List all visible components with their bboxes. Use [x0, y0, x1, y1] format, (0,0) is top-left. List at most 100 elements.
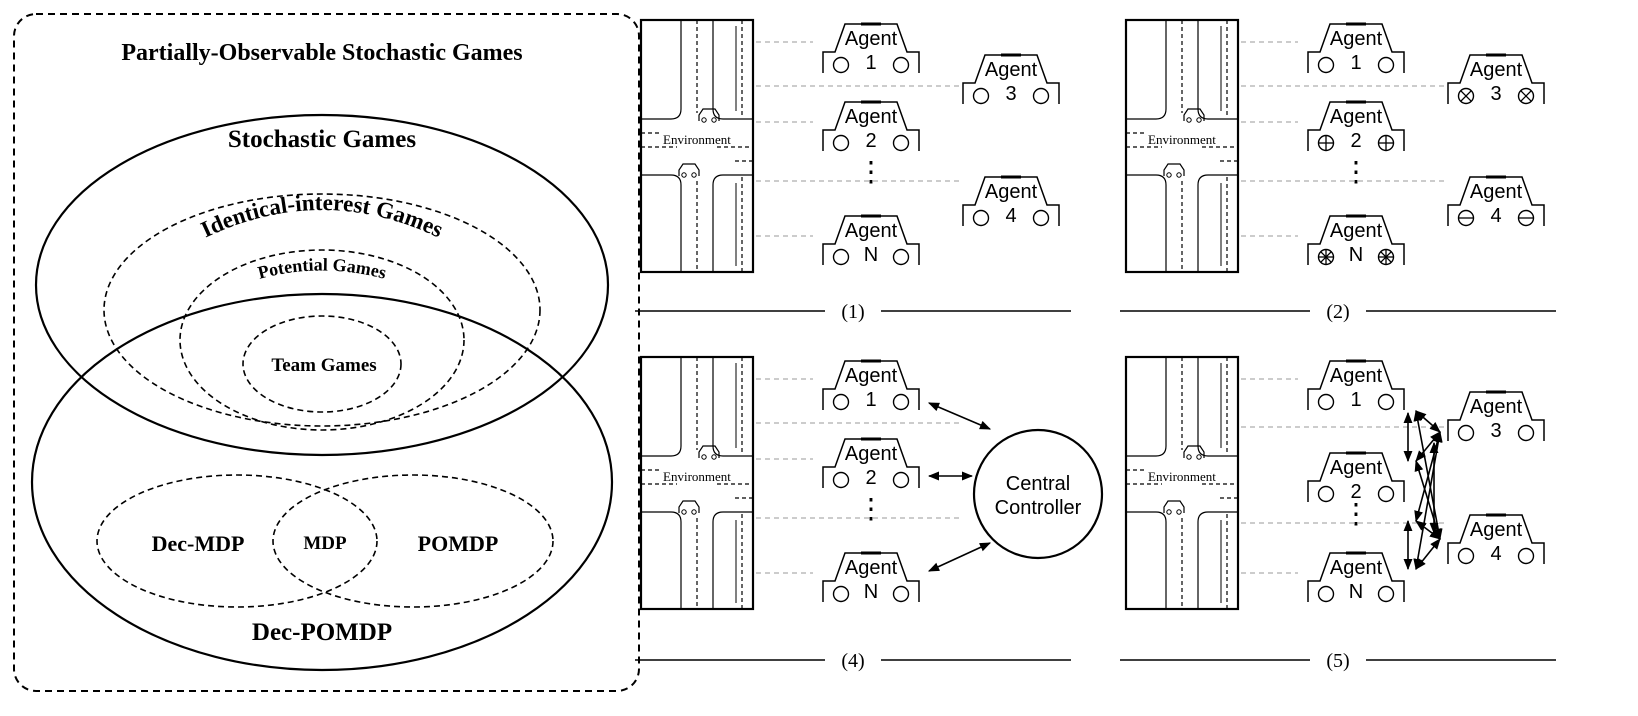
mini-car-wheel: [1176, 172, 1182, 178]
agent-title: Agent: [845, 220, 898, 242]
team-games-ellipse: [242, 315, 402, 413]
agent-wheel: [972, 87, 990, 105]
environment-label: Environment: [663, 469, 731, 484]
agent-id: 4: [1490, 205, 1501, 227]
road-edge: [712, 357, 753, 457]
agent-wheel: [832, 585, 850, 603]
road-edge: [1197, 511, 1238, 609]
agent-wheel: [892, 393, 910, 411]
dec-pomdp-ellipse: [30, 292, 614, 672]
road-edge: [1126, 174, 1167, 272]
mini-car-wheel: [1186, 117, 1192, 123]
environment-label: Environment: [1148, 469, 1216, 484]
stochastic-games-label: Stochastic Games: [228, 126, 416, 153]
agent-id: 2: [1350, 130, 1361, 152]
mini-car-body: [1163, 163, 1185, 176]
agent-id: 2: [865, 130, 876, 152]
agent-id: 3: [1490, 420, 1501, 442]
road-edge: [1126, 357, 1167, 457]
mini-car-wheel: [1166, 509, 1172, 515]
central-controller-circle: [972, 428, 1104, 560]
central-controller-label: Central: [1006, 473, 1070, 495]
agent-title: Agent: [1330, 365, 1383, 387]
agent-title: Agent: [1330, 557, 1383, 579]
agent-wheel: [1377, 485, 1395, 503]
wheel-mark: [1520, 90, 1532, 102]
mini-car-wheel: [701, 117, 707, 123]
agent-id: 4: [1490, 543, 1501, 565]
agent-id: 3: [1005, 83, 1016, 105]
agent-wheel: [1377, 585, 1395, 603]
mini-car-body: [1183, 445, 1205, 458]
agent-title: Agent: [1330, 106, 1383, 128]
panel-caption: (2): [1326, 301, 1349, 323]
mini-car-wheel: [691, 172, 697, 178]
agent-id: 1: [865, 389, 876, 411]
agent-title: Agent: [1470, 59, 1523, 81]
pomdp-ellipse: [272, 474, 554, 608]
agent-wheel: [1317, 485, 1335, 503]
panel-caption: (4): [841, 650, 864, 672]
wheel-mark: [1460, 90, 1472, 102]
agent-wheel: [1377, 393, 1395, 411]
stochastic-games-ellipse: [34, 113, 610, 457]
agent-title: Agent: [845, 557, 898, 579]
mini-car-wheel: [1176, 509, 1182, 515]
potential-games-ellipse: [179, 249, 465, 431]
agent-id: 2: [865, 467, 876, 489]
road-edge: [1197, 357, 1238, 457]
panel-2: EnvironmentAgent1Agent2AgentN⋮Agent3Agen…: [1124, 18, 1545, 274]
mini-car-wheel: [681, 172, 687, 178]
identical-interest-label: Identical-interest Games: [197, 190, 447, 242]
agent-title: Agent: [845, 106, 898, 128]
road-edge: [712, 174, 753, 272]
agent-wheel: [1032, 209, 1050, 227]
agent-id: N: [864, 244, 878, 266]
agent-wheel: [1317, 585, 1335, 603]
agent-id: 3: [1490, 83, 1501, 105]
mini-car-wheel: [701, 454, 707, 460]
panel-1: EnvironmentAgent1Agent2AgentN⋮Agent3Agen…: [639, 18, 1060, 274]
agent-title: Agent: [1470, 519, 1523, 541]
mini-car-wheel: [711, 454, 717, 460]
agent-wheel: [892, 471, 910, 489]
mini-car-wheel: [1166, 172, 1172, 178]
environment-label: Environment: [1148, 132, 1216, 147]
agent-wheel: [1317, 393, 1335, 411]
environment-label: Environment: [663, 132, 731, 147]
communication-arrow: [927, 402, 992, 430]
mini-car-body: [678, 500, 700, 513]
panel-4: EnvironmentAgent1Agent2AgentN⋮CentralCon…: [639, 355, 1104, 611]
road-edge: [641, 511, 682, 609]
posg-dashed-frame: [13, 13, 640, 692]
team-games-label: Team Games: [271, 355, 376, 376]
road-edge: [1126, 20, 1167, 120]
road-edge: [1197, 20, 1238, 120]
potential-games-label: Potential Games: [256, 254, 389, 282]
mdp-label: MDP: [303, 533, 347, 554]
agent-title: Agent: [1330, 28, 1383, 50]
agent-wheel: [1457, 424, 1475, 442]
road-edge: [641, 174, 682, 272]
panel-5: EnvironmentAgent1Agent2AgentN⋮Agent3Agen…: [1124, 355, 1545, 611]
agent-id: 2: [1350, 481, 1361, 503]
agent-wheel: [892, 134, 910, 152]
agent-wheel: [892, 585, 910, 603]
agent-wheel: [892, 56, 910, 74]
pomdp-label: POMDP: [418, 531, 499, 556]
wheel-mark: [1320, 251, 1332, 263]
dec-mdp-label: Dec-MDP: [152, 531, 245, 556]
venn-diagram: Partially-Observable Stochastic Games St…: [13, 13, 640, 692]
